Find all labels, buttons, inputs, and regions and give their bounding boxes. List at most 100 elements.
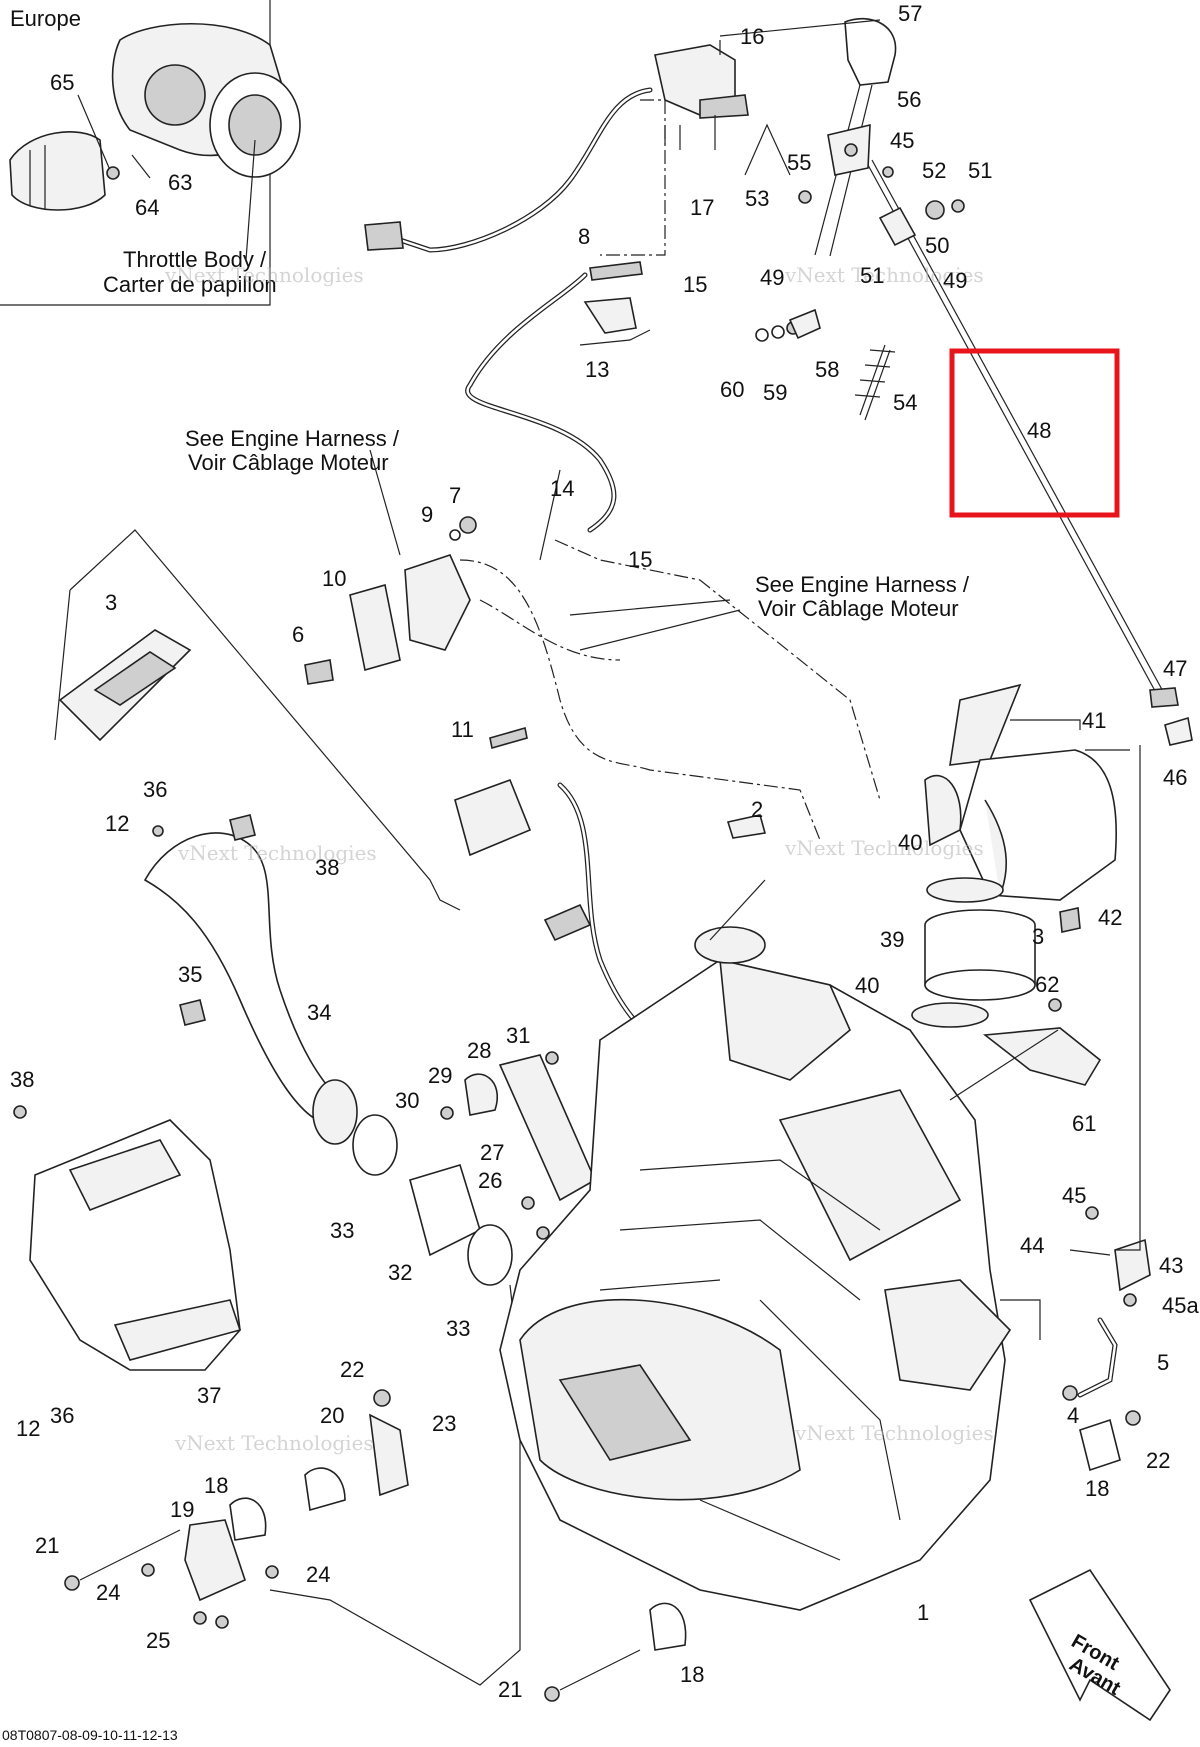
leader-lines [269,19,1141,1686]
callout: 32 [388,1260,412,1285]
callout: 62 [1035,972,1059,997]
callout: 20 [320,1403,344,1428]
callout: 61 [1072,1111,1096,1136]
callout: 22 [340,1357,364,1382]
watermark: vNext Technologies [794,1421,994,1445]
callout: 45 [890,128,914,153]
callout: 15 [683,272,707,297]
callout-labels: 65 63 64 16 17 57 56 45 55 52 51 53 50 4… [10,1,1199,1702]
watermark: vNext Technologies [174,1431,374,1455]
watermark: vNext Technologies [784,836,984,860]
callout: 13 [585,357,609,382]
callout: 41 [1082,708,1106,733]
callout: 40 [855,973,879,998]
callout: 21 [35,1533,59,1558]
callout: 42 [1098,905,1122,930]
callout: 33 [330,1218,354,1243]
callout: 52 [922,158,946,183]
callout: 55 [787,150,811,175]
callout: 18 [1085,1476,1109,1501]
left-mount-brackets [64,1389,687,1702]
callout: 27 [480,1140,504,1165]
callout: 30 [395,1088,419,1113]
callout: 50 [925,233,949,258]
callout: 2 [751,797,763,822]
engine-harness-note-1-fr: Voir Câblage Moteur [188,450,389,475]
callout: 33 [446,1316,470,1341]
callout: 17 [690,195,714,220]
callout: 7 [449,483,461,508]
mounts-and-clamps [352,1051,597,1421]
engine-block [499,926,1012,1611]
callout: 59 [763,380,787,405]
callout: 45 [1062,1183,1086,1208]
callout: 19 [170,1497,194,1522]
watermark: vNext Technologies [177,841,377,865]
throttle-housing-and-cable [364,44,749,533]
ecu-module [54,529,461,911]
callout: 38 [315,855,339,880]
callout: 8 [578,224,590,249]
callout: 39 [880,927,904,952]
callout: 51 [968,158,992,183]
callout: 35 [178,962,202,987]
callout: 44 [1020,1233,1044,1258]
callout: 24 [306,1562,330,1587]
callout: 29 [428,1063,452,1088]
callout: 36 [143,777,167,802]
callout: 64 [135,195,159,220]
engine-harness-note-2-fr: Voir Câblage Moteur [758,596,959,621]
callout: 49 [943,268,967,293]
callout: 6 [292,622,304,647]
watermark: vNext Technologies [164,263,364,287]
engine-harness-parts [304,516,881,841]
callout: 58 [815,357,839,382]
callout: 16 [740,24,764,49]
callout: 10 [322,566,346,591]
callout: 24 [96,1580,120,1605]
callout: 18 [680,1662,704,1687]
engine-harness-note-2-en: See Engine Harness / [755,572,970,597]
air-intake-parts [911,683,1118,1086]
engine-harness-note-1-en: See Engine Harness / [185,426,400,451]
shift-lever-assembly [755,17,1193,746]
inset-caption-fr: Carter de papillon [103,272,277,297]
callout: 23 [432,1411,456,1436]
right-mount-parts [1062,1206,1151,1472]
callout: 12 [16,1416,40,1441]
callout: 57 [898,1,922,26]
callout: 15 [628,547,652,572]
inset-label: Europe [10,6,81,31]
throttle-body-drawing [9,23,301,211]
callout: 45a [1162,1293,1199,1318]
callout: 11 [451,717,474,742]
callout: 3 [1032,924,1044,949]
callout: 46 [1163,765,1187,790]
callout: 56 [897,87,921,112]
callout: 18 [204,1473,228,1498]
callout: 12 [105,811,129,836]
highlight-box [949,348,1120,518]
callout: 51 [860,263,884,288]
callout: 53 [745,186,769,211]
callout: 49 [760,265,784,290]
callout: 5 [1157,1350,1169,1375]
callout: 54 [893,390,917,415]
figure-code: 08T0807-08-09-10-11-12-13 [2,1727,178,1743]
callout: 43 [1159,1253,1183,1278]
callout: 63 [168,170,192,195]
callout: 36 [50,1403,74,1428]
callout: 26 [478,1168,502,1193]
callout-highlighted: 48 [1027,418,1051,443]
callout: 21 [498,1677,522,1702]
front-arrow: Front Avant [1028,1568,1171,1722]
callout: 60 [720,377,744,402]
callout: 4 [1067,1403,1079,1428]
callout: 40 [898,830,922,855]
callout: 22 [1146,1448,1170,1473]
callout: 31 [506,1023,530,1048]
callout: 25 [146,1628,170,1653]
watermark: vNext Technologies [784,263,984,287]
callout: 65 [50,70,74,95]
